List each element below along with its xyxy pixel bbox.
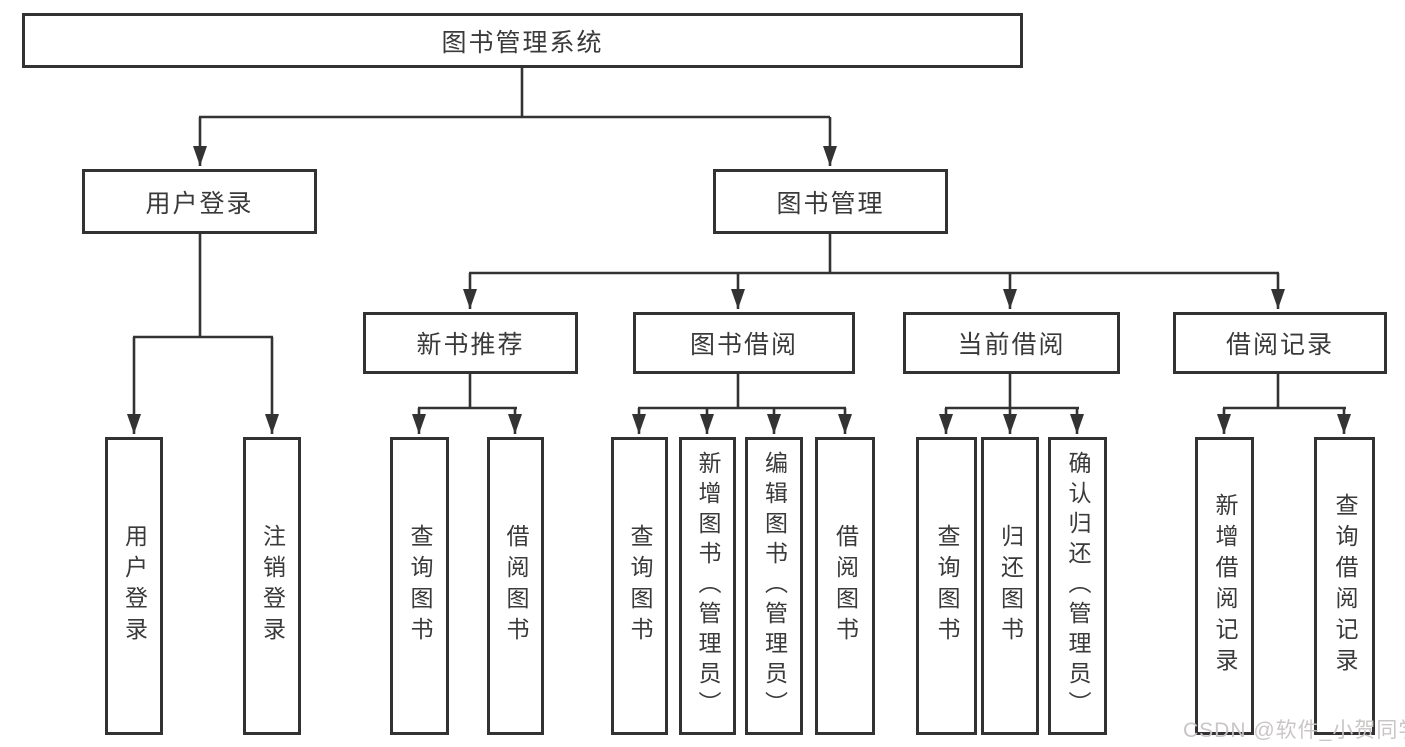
leaf-user-login: 用户登录 [105,437,163,735]
watermark: CSDN @软件_小贺同学 [1183,719,1405,742]
leaf-bb-borrow-books: 借阅图书 [815,437,875,735]
leaf-cb-query-books: 查询图书 [916,437,977,735]
leaf-cb-query-books-label: 查询图书 [934,524,960,648]
leaf-nbr-borrow-books: 借阅图书 [487,437,544,735]
node-user-login-label: 用户登录 [145,189,254,218]
leaf-cb-confirm-return-admin-label: 确认归还（管理员） [1065,451,1091,721]
leaf-bb-edit-book-admin: 编辑图书（管理员） [745,437,803,735]
node-book-management-label: 图书管理 [776,189,885,218]
node-book-borrow: 图书借阅 [633,312,855,374]
node-borrow-records-label: 借阅记录 [1225,331,1334,359]
node-user-login: 用户登录 [82,169,317,234]
leaf-br-add-record: 新增借阅记录 [1195,437,1254,735]
leaf-bb-add-book-admin-label: 新增图书（管理员） [695,451,721,721]
leaf-bb-query-books: 查询图书 [611,437,668,735]
leaf-bb-add-book-admin: 新增图书（管理员） [679,437,736,735]
leaf-nbr-query-books-label: 查询图书 [407,524,433,648]
leaf-bb-query-books-label: 查询图书 [627,524,653,648]
leaf-user-login-label: 用户登录 [121,524,148,648]
node-borrow-records: 借阅记录 [1173,312,1387,374]
node-book-management: 图书管理 [713,169,948,234]
leaf-cb-confirm-return-admin: 确认归还（管理员） [1048,437,1107,735]
leaf-logout: 注销登录 [243,437,301,735]
node-current-borrow: 当前借阅 [903,312,1120,374]
node-book-borrow-label: 图书借阅 [689,331,798,359]
node-current-borrow-label: 当前借阅 [957,331,1066,359]
leaf-br-query-record-label: 查询借阅记录 [1332,493,1358,679]
leaf-nbr-query-books: 查询图书 [390,437,449,735]
leaf-cb-return-books-label: 归还图书 [997,524,1024,648]
node-new-book-recommend-label: 新书推荐 [416,331,525,359]
leaf-logout-label: 注销登录 [259,524,286,648]
leaf-br-query-record: 查询借阅记录 [1314,437,1375,735]
leaf-bb-edit-book-admin-label: 编辑图书（管理员） [761,451,788,721]
node-root: 图书管理系统 [22,13,1023,68]
leaf-cb-return-books: 归还图书 [981,437,1039,735]
leaf-nbr-borrow-books-label: 借阅图书 [503,524,529,648]
node-root-label: 图书管理系统 [441,28,604,57]
node-new-book-recommend: 新书推荐 [363,312,578,374]
leaf-bb-borrow-books-label: 借阅图书 [832,524,859,648]
leaf-br-add-record-label: 新增借阅记录 [1212,493,1238,679]
